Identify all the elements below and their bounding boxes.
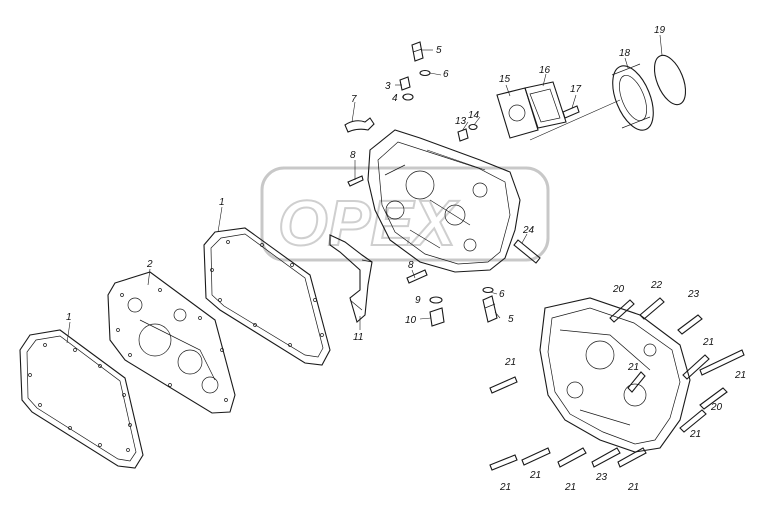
sensor-5-upper	[411, 41, 424, 62]
bearing-18	[611, 63, 654, 131]
callout-21-right-b: 21	[734, 370, 746, 381]
plug-10	[429, 307, 445, 327]
watermark: OPEX	[260, 166, 550, 262]
callout-6-lower: 6	[499, 289, 505, 300]
callout-21-lower-right: 21	[689, 429, 701, 440]
dowel-pin-8-lower	[406, 269, 428, 284]
bolt-22	[639, 297, 665, 320]
shift-fork-11	[329, 234, 373, 323]
gasket-1-front	[19, 329, 144, 469]
callout-8-upper: 8	[350, 150, 356, 161]
transmission-housing	[367, 129, 521, 273]
gasket-1-rear	[203, 227, 331, 366]
bolt-20-top	[609, 299, 635, 323]
bolt-set	[489, 297, 745, 471]
callout-13: 13	[455, 116, 467, 127]
bolt-21-right-b	[699, 349, 745, 376]
stud-24	[513, 239, 541, 264]
callout-11: 11	[353, 332, 363, 343]
callout-20-right: 20	[710, 402, 723, 413]
plug-13	[457, 128, 469, 142]
bolt-21-bottom-c	[557, 447, 587, 468]
callout-23-top: 23	[687, 289, 700, 300]
sensor-5-lower	[482, 295, 498, 323]
callout-21-bottom-a: 21	[499, 482, 511, 493]
callout-9: 9	[415, 295, 421, 306]
callout-10: 10	[405, 315, 417, 326]
bolt-21-bottom-a	[489, 454, 518, 471]
callout-21-bottom-d: 21	[627, 482, 639, 493]
callout-4: 4	[392, 93, 398, 104]
cover-16	[524, 81, 567, 129]
callout-21-right-a: 21	[702, 337, 714, 348]
bolt-20-right	[699, 387, 728, 410]
callout-14: 14	[468, 110, 480, 121]
bolt-21-right-a	[682, 354, 710, 380]
bolt-17	[562, 105, 580, 119]
callout-17: 17	[570, 84, 582, 95]
callout-5-upper: 5	[436, 45, 442, 56]
callout-22: 22	[650, 280, 663, 291]
bolt-23-top	[677, 314, 703, 335]
washer-4	[402, 93, 414, 101]
watermark-text: OPEX	[278, 187, 459, 259]
washer-14	[468, 123, 478, 131]
leader-lines	[66, 34, 663, 344]
callout-1-front: 1	[66, 312, 72, 323]
callout-3: 3	[385, 81, 391, 92]
dowel-pin-8-upper	[347, 175, 364, 187]
callout-21-mid: 21	[627, 362, 639, 373]
callout-16: 16	[539, 65, 551, 76]
bolt-21-left	[489, 376, 518, 394]
callout-5-lower: 5	[508, 314, 514, 325]
snap-ring-19	[653, 54, 687, 106]
callout-15: 15	[499, 74, 511, 85]
bolt-21-bottom-d	[617, 447, 647, 468]
bolt-23-bottom	[591, 447, 621, 468]
callout-20-top: 20	[612, 284, 625, 295]
callout-21-bottom-c: 21	[564, 482, 576, 493]
ring-6-lower	[482, 286, 494, 294]
breather-pipe-7	[344, 117, 375, 133]
bolt-21-mid	[627, 371, 646, 393]
ring-6-upper	[419, 69, 431, 77]
bolt-21-bottom-b	[521, 447, 551, 466]
callout-18: 18	[619, 48, 631, 59]
callout-7: 7	[351, 94, 357, 105]
bolt-21-lower-right	[679, 409, 707, 433]
callout-23-bottom: 23	[595, 472, 608, 483]
washer-9	[429, 296, 443, 304]
callout-8-lower: 8	[408, 260, 414, 271]
callout-6-upper: 6	[443, 69, 449, 80]
callout-labels: 1 1 2 3 4 5 5 6 6 7 8 8 9 10 11 13 14 15…	[66, 25, 746, 493]
cover-gasket-15	[496, 87, 539, 139]
callout-24: 24	[522, 225, 535, 236]
callout-21-left: 21	[504, 357, 516, 368]
callout-1-rear: 1	[219, 197, 225, 208]
callout-19: 19	[654, 25, 666, 36]
callout-21-bottom-b: 21	[529, 470, 541, 481]
callout-2: 2	[146, 259, 153, 270]
fitting-3	[399, 76, 411, 91]
intermediate-plate-2	[107, 271, 236, 414]
